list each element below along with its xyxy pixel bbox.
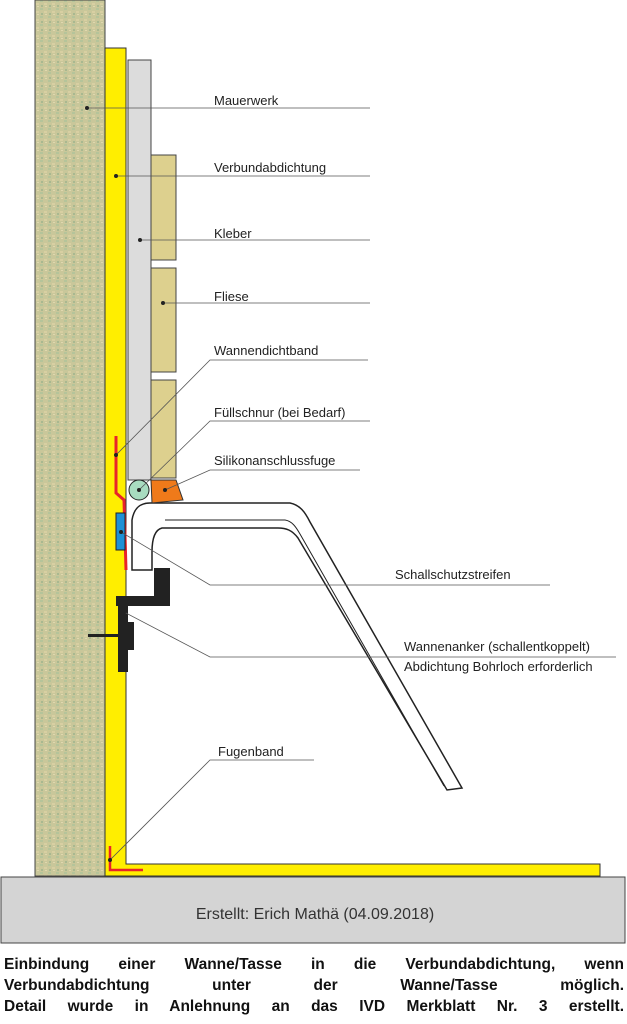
tile-2: [150, 267, 177, 373]
label-adhesive: Kleber: [214, 226, 252, 241]
label-backer-rod: Füllschnur (bei Bedarf): [214, 405, 346, 420]
adhesive-layer: [127, 59, 152, 481]
bathtub-shell: [131, 502, 464, 791]
floor-slab: [0, 876, 626, 944]
label-masonry: Mauerwerk: [214, 93, 279, 108]
silicone-joint: [150, 479, 184, 504]
label-joint-tape: Fugenband: [218, 744, 284, 759]
label-tub-anchor: Wannenanker (schallentkoppelt): [404, 639, 590, 654]
caption-line-3: Detail wurde in Anlehnung an das IVD Mer…: [4, 998, 624, 1015]
credit-text: Erstellt: Erich Mathä (04.09.2018): [196, 906, 434, 923]
bathtub-inner-line: [165, 519, 445, 787]
caption: Einbindung einer Wanne/Tasse in die Verb…: [4, 954, 624, 1017]
label-sound-strip: Schallschutzstreifen: [395, 567, 511, 582]
caption-line-2: Verbundabdichtung unter der Wanne/Tasse …: [4, 977, 624, 994]
tub-rim-foot: [154, 568, 170, 598]
waterproofing-layer: [104, 47, 601, 877]
label-silicone-joint: Silikonanschlussfuge: [214, 453, 335, 468]
label-drill-hole: Abdichtung Bohrloch erforderlich: [404, 659, 593, 674]
masonry-wall: [34, 0, 106, 877]
tub-anchor: [116, 596, 170, 672]
caption-line-1: Einbindung einer Wanne/Tasse in die Verb…: [4, 956, 624, 973]
joint-tape: [108, 846, 143, 872]
label-sealing-tape: Wannendichtband: [214, 343, 318, 358]
leader-lines: [85, 106, 616, 862]
tile-1: [150, 154, 177, 261]
label-tile: Fliese: [214, 289, 249, 304]
anchor-bolt: [88, 634, 118, 637]
label-waterproofing: Verbundabdichtung: [214, 160, 326, 175]
tile-3: [150, 379, 177, 479]
tub-anchor-pad: [125, 622, 134, 650]
